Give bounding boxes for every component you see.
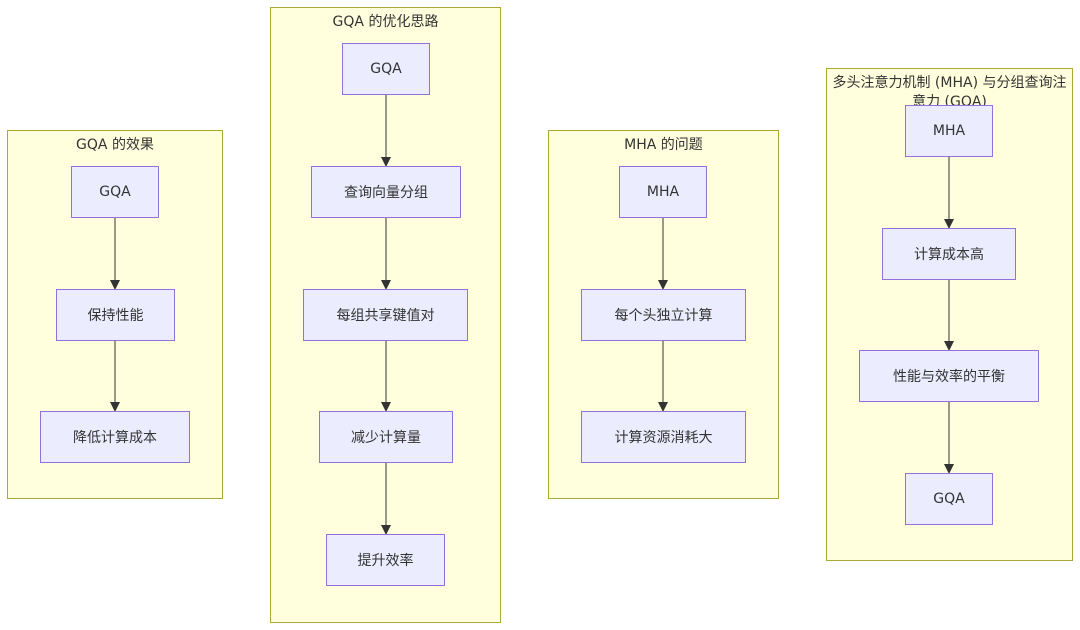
node-ov-high-cost: 计算成本高 bbox=[882, 228, 1016, 280]
node-ov-mha: MHA bbox=[905, 105, 993, 157]
node-ov-balance: 性能与效率的平衡 bbox=[859, 350, 1039, 402]
node-prob-independent-heads: 每个头独立计算 bbox=[581, 289, 746, 341]
node-opt-share-kv: 每组共享键值对 bbox=[303, 289, 468, 341]
cluster-title-gqa-optimization: GQA 的优化思路 bbox=[332, 14, 439, 30]
node-ov-gqa: GQA bbox=[905, 473, 993, 525]
node-prob-high-resource: 计算资源消耗大 bbox=[581, 411, 746, 463]
node-prob-mha: MHA bbox=[619, 166, 707, 218]
node-opt-reduce-computation: 减少计算量 bbox=[319, 411, 453, 463]
cluster-title-gqa-effect: GQA 的效果 bbox=[76, 137, 154, 153]
node-effect-reduce-cost: 降低计算成本 bbox=[40, 411, 190, 463]
node-opt-improve-efficiency: 提升效率 bbox=[326, 534, 445, 586]
cluster-title-mha-problem: MHA 的问题 bbox=[624, 137, 703, 153]
node-opt-query-grouping: 查询向量分组 bbox=[311, 166, 461, 218]
node-effect-keep-performance: 保持性能 bbox=[56, 289, 175, 341]
node-opt-gqa: GQA bbox=[342, 43, 430, 95]
node-effect-gqa: GQA bbox=[71, 166, 159, 218]
